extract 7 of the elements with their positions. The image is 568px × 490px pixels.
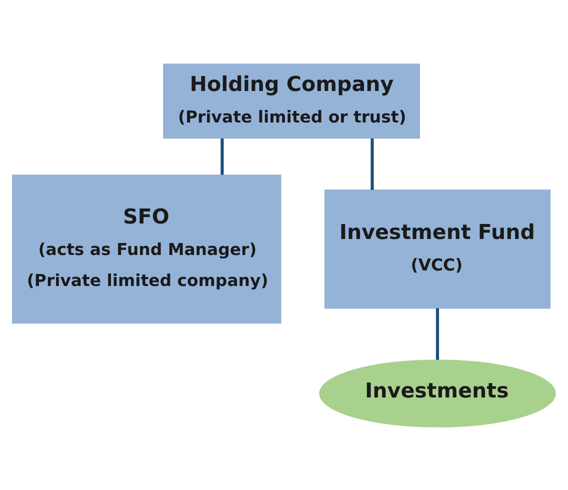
connector (436, 308, 440, 360)
node-box: Investment Fund (VCC) (324, 189, 551, 308)
connector (370, 138, 374, 190)
node-box: SFO (acts as Fund Manager) (Private limited company) (12, 174, 282, 324)
connector (220, 138, 224, 174)
node-ellipse: Investments (319, 359, 556, 427)
node-box: Holding Company (Private limited or trust) (163, 63, 420, 138)
